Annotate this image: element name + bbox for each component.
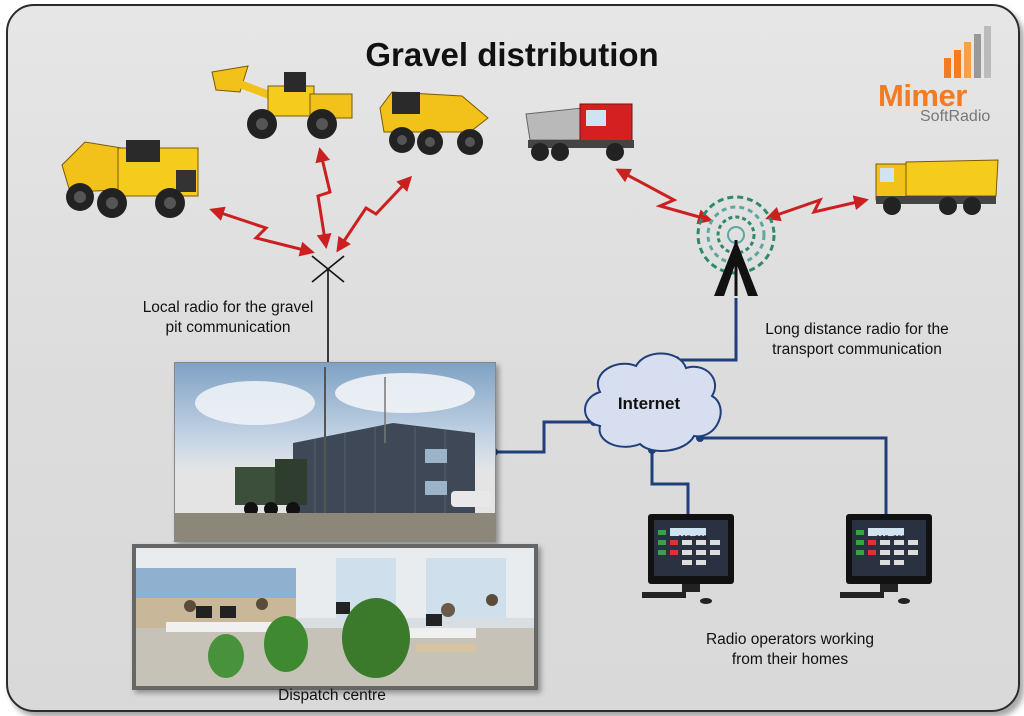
- logo-subtitle: SoftRadio: [920, 108, 991, 125]
- yellow-tipper-truck-icon: [875, 159, 999, 215]
- local-radio-label-line1: Local radio for the gravel: [142, 299, 314, 316]
- dispatch-centre-photo: [132, 544, 538, 690]
- internet-label: Internet: [617, 394, 681, 413]
- internet-cloud-icon: [584, 352, 722, 452]
- radio-tower-icon: [696, 195, 776, 296]
- rigid-dump-truck-icon: [379, 91, 489, 155]
- screen-readout-2: 118.000: [876, 534, 906, 542]
- operator-computer-2-icon: [840, 514, 932, 604]
- local-radio-links: [209, 147, 413, 257]
- articulated-dump-truck-icon: [61, 140, 199, 218]
- operators-label: Radio operators working from their homes: [670, 630, 910, 670]
- local-radio-label-line2: pit communication: [165, 319, 291, 336]
- dispatch-building-photo: [174, 362, 496, 542]
- local-antenna-icon: [311, 255, 345, 362]
- local-radio-label: Local radio for the gravel pit communica…: [118, 298, 338, 338]
- long-radio-label-line1: Long distance radio for the: [765, 321, 949, 338]
- operator-computer-1-icon: [642, 514, 734, 604]
- screen-readout-1: 118.000: [678, 534, 708, 542]
- dispatch-centre-label: Dispatch centre: [278, 687, 386, 704]
- building-illustration: [175, 367, 495, 541]
- diagram-title: Gravel distribution: [365, 36, 659, 73]
- long-radio-label: Long distance radio for the transport co…: [744, 320, 970, 360]
- long-radio-links: [615, 168, 869, 224]
- wheel-loader-icon: [211, 65, 353, 139]
- logo-word: Mimer: [878, 78, 967, 113]
- operators-label-line2: from their homes: [731, 651, 849, 668]
- red-tipper-truck-icon: [525, 103, 634, 161]
- operators-label-line1: Radio operators working: [705, 631, 874, 648]
- office-illustration: [136, 548, 534, 686]
- long-radio-label-line2: transport communication: [772, 341, 942, 358]
